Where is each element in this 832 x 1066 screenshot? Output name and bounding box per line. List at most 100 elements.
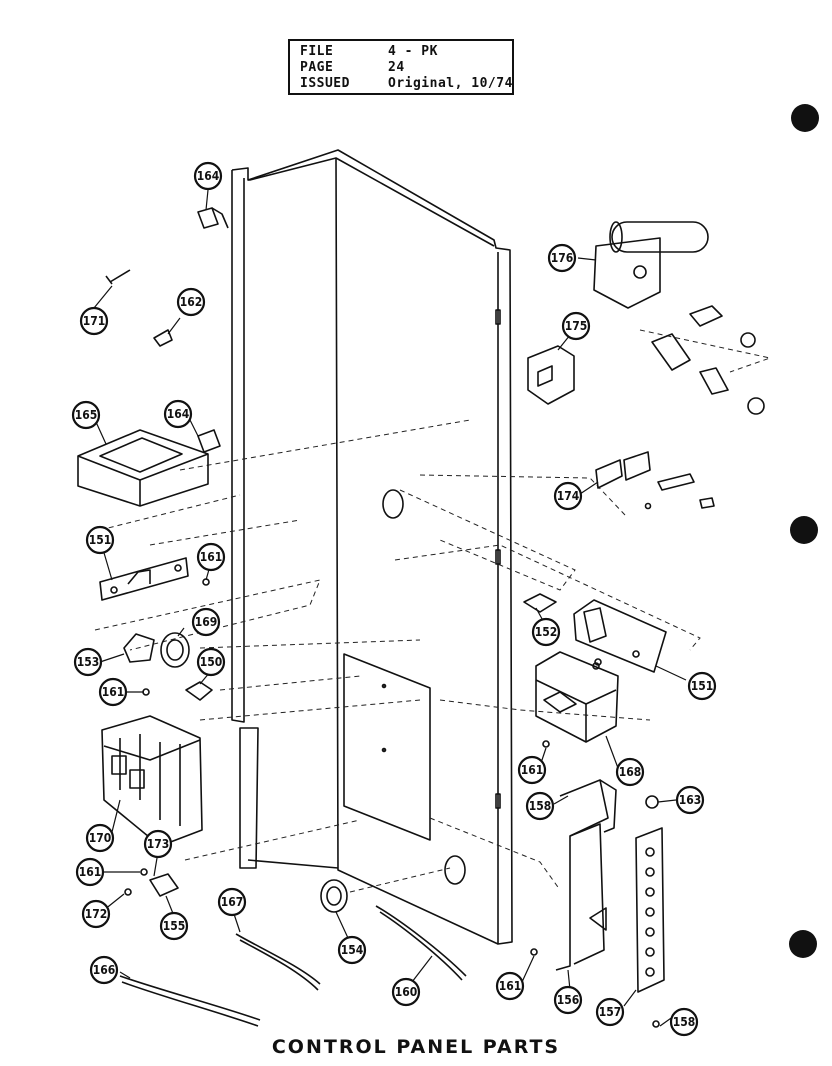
part-162-bushing	[153, 317, 181, 347]
file-row: FILE 4 - PK	[300, 44, 437, 59]
callout-label: 166	[93, 963, 116, 977]
part-170-relay	[101, 715, 203, 847]
callout-label: 175	[565, 319, 588, 333]
callout-161: 161	[75, 857, 105, 887]
callout-label: 155	[163, 919, 186, 933]
callout-155: 155	[159, 911, 189, 941]
callout-label: 174	[557, 489, 580, 503]
part-156-bracket	[555, 779, 617, 971]
callout-label: 164	[167, 407, 190, 421]
binder-holes	[789, 104, 819, 958]
file-info-box: FILE 4 - PK PAGE 24 ISSUED Original, 10/…	[288, 39, 514, 95]
callout-166: 166	[89, 955, 119, 985]
callout-label: 157	[599, 1005, 622, 1019]
part-154-grommet	[320, 879, 348, 913]
callout-label: 172	[85, 907, 108, 921]
issued-value: Original, 10/74	[388, 76, 513, 91]
callout-175: 175	[561, 311, 591, 341]
callout-label: 161	[102, 685, 125, 699]
callout-label: 167	[221, 895, 244, 909]
callout-171: 171	[79, 306, 109, 336]
control-panel-main	[231, 149, 513, 945]
callout-label: 162	[180, 295, 203, 309]
callout-153: 153	[73, 647, 103, 677]
dashed-alignment-lines	[94, 329, 772, 893]
callout-157: 157	[595, 997, 625, 1027]
callout-label: 152	[535, 625, 558, 639]
wire-harness-160	[375, 905, 467, 981]
part-176-capacitor	[593, 221, 765, 415]
callout-151: 151	[687, 671, 717, 701]
issued-label: ISSUED	[300, 76, 350, 91]
callout-161: 161	[98, 677, 128, 707]
part-175-relay-small	[527, 345, 575, 405]
part-155-switch	[124, 868, 179, 897]
callout-161: 161	[517, 755, 547, 785]
binder-hole	[789, 930, 817, 958]
part-157-terminal-strip	[635, 827, 665, 993]
callout-165: 165	[71, 400, 101, 430]
callout-158: 158	[669, 1007, 699, 1037]
callout-163: 163	[675, 785, 705, 815]
file-label: FILE	[300, 44, 334, 59]
part-151-plate-right	[573, 599, 667, 673]
issued-row: ISSUED Original, 10/74	[300, 76, 512, 91]
callout-label: 154	[341, 943, 364, 957]
callout-label: 151	[89, 533, 112, 547]
callout-label: 156	[557, 993, 580, 1007]
part-168-timer	[535, 651, 619, 743]
callout-156: 156	[553, 985, 583, 1015]
callout-label: 160	[395, 985, 418, 999]
callout-169: 169	[191, 607, 221, 637]
callout-173: 173	[143, 829, 173, 859]
callout-162: 162	[176, 287, 206, 317]
callout-158: 158	[525, 791, 555, 821]
wire-harness-166	[119, 975, 261, 1027]
callout-label: 158	[673, 1015, 696, 1029]
part-152-clip	[523, 593, 557, 613]
part-150-clamp	[185, 681, 213, 701]
callout-label: 176	[551, 251, 574, 265]
callout-174: 174	[553, 481, 583, 511]
callout-164: 164	[163, 399, 193, 429]
callout-label: 171	[83, 314, 106, 328]
callout-label: 168	[619, 765, 642, 779]
part-171-screw	[105, 269, 131, 285]
part-151-bracket-left	[99, 557, 189, 601]
binder-hole	[790, 516, 818, 544]
part-163-nut	[645, 795, 659, 809]
page-row: PAGE 24	[300, 60, 404, 75]
page-title: CONTROL PANEL PARTS	[271, 1036, 561, 1058]
file-value: 4 - PK	[388, 44, 438, 59]
callout-label: 161	[79, 865, 102, 879]
callout-label: 161	[499, 979, 522, 993]
part-165-transformer	[77, 429, 209, 507]
callout-label: 165	[75, 408, 98, 422]
callout-label: 150	[200, 655, 223, 669]
callout-164: 164	[193, 161, 223, 191]
callout-154: 154	[337, 935, 367, 965]
callout-172: 172	[81, 899, 111, 929]
callout-label: 151	[691, 679, 714, 693]
page-label: PAGE	[300, 60, 334, 75]
callout-label: 158	[529, 799, 552, 813]
callout-150: 150	[196, 647, 226, 677]
callout-161: 161	[196, 542, 226, 572]
callout-label: 153	[77, 655, 100, 669]
part-169-grommet	[160, 632, 190, 668]
callout-label: 161	[521, 763, 544, 777]
callout-label: 169	[195, 615, 218, 629]
callout-170: 170	[85, 823, 115, 853]
callout-167: 167	[217, 887, 247, 917]
binder-hole	[791, 104, 819, 132]
part-164-top	[197, 207, 229, 229]
callout-label: 170	[89, 831, 112, 845]
callout-label: 164	[197, 169, 220, 183]
callout-160: 160	[391, 977, 421, 1007]
callout-label: 163	[679, 793, 702, 807]
page-value: 24	[388, 60, 405, 75]
callout-152: 152	[531, 617, 561, 647]
callout-176: 176	[547, 243, 577, 273]
part-164-mid	[197, 429, 221, 453]
